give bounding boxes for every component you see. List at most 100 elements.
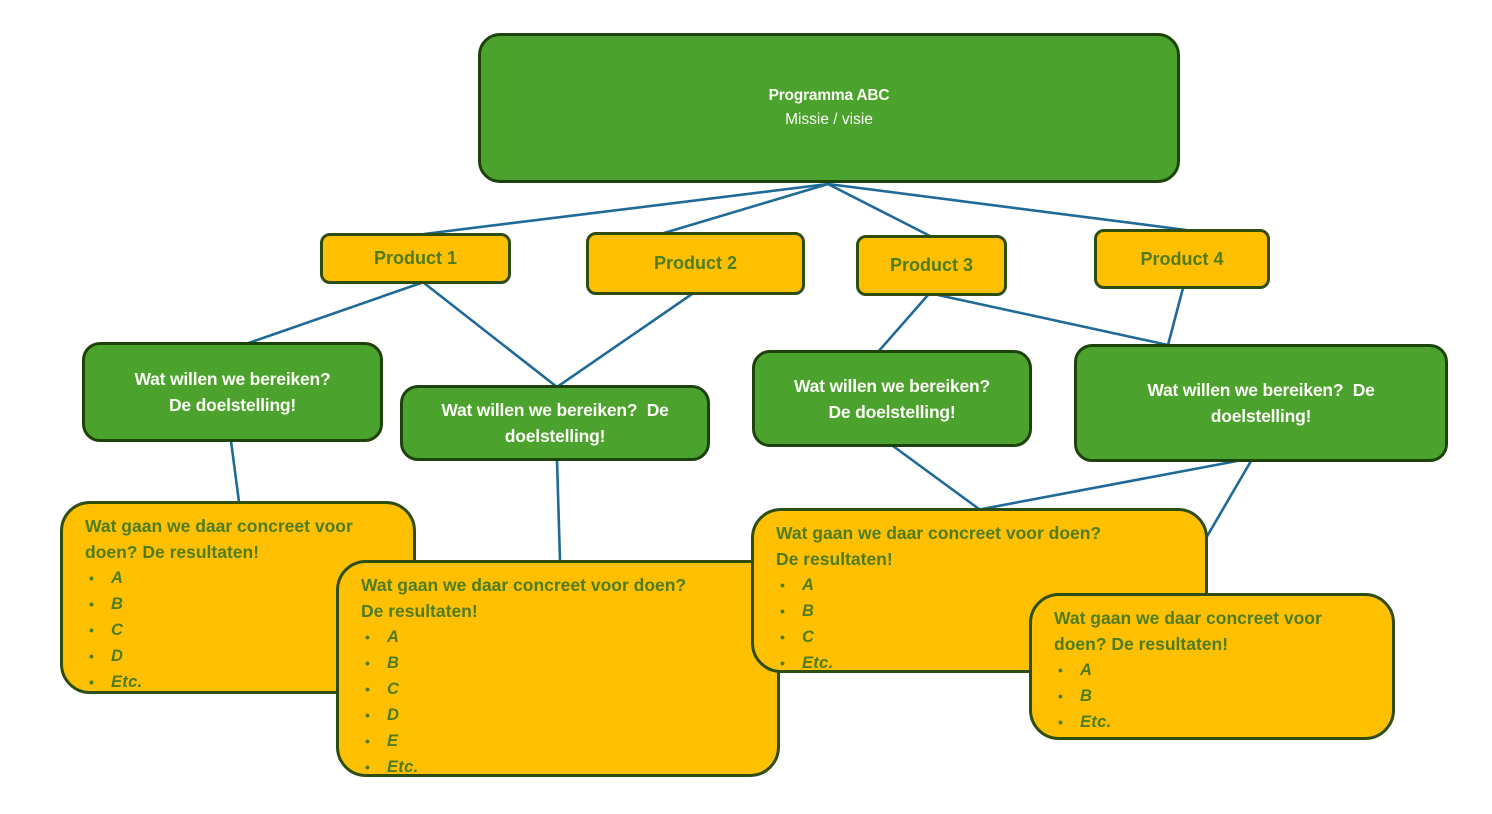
bullet-item: • Etc. [85,669,395,695]
product-3-label: Product 3 [889,255,973,275]
connector-line [555,458,562,563]
connector-line [555,292,694,389]
bullet-item: • Etc. [1054,709,1374,735]
bullet-item: •D [361,702,759,728]
goal-2-line2: doelstelling! [504,426,606,446]
bullet-dot-icon: • [89,622,94,638]
goal-2-box: Wat willen we bereiken? De doelstelling! [400,385,710,461]
bullet-dot-icon: • [780,629,785,645]
bullet-dot-icon: • [365,629,370,645]
bullet-item: •C [361,676,759,702]
result-2-title-line2: De resultaten! [361,601,478,621]
bullet-dot-icon: • [780,603,785,619]
goal-4-box: Wat willen we bereiken? De doelstelling! [1074,344,1448,462]
bullet-dot-icon: • [780,577,785,593]
bullet-label: Etc. [802,654,834,672]
bullet-dot-icon: • [365,681,370,697]
connector-line [662,182,830,235]
connector-line [936,293,1170,347]
bullet-label: B [802,602,815,620]
program-box: Programma ABC Missie / visie [478,33,1180,183]
bullet-label: C [802,628,815,646]
connector-line [229,439,241,504]
bullet-dot-icon: • [89,596,94,612]
result-1-title-line1: Wat gaan we daar concreet voor [85,516,353,536]
product-2-box: Product 2 [586,232,805,295]
bullet-dot-icon: • [89,648,94,664]
bullet-label: D [387,706,400,724]
connector-line [826,182,1188,232]
bullet-item: •D [85,643,395,669]
goal-1-box: Wat willen we bereiken? De doelstelling! [82,342,383,442]
bullet-dot-icon: • [365,733,370,749]
program-subtitle: Missie / visie [785,111,873,128]
goal-1-line2: De doelstelling! [168,395,297,415]
bullet-dot-icon: • [1058,714,1063,730]
goal-3-box: Wat willen we bereiken? De doelstelling! [752,350,1032,447]
bullet-item: •A [85,565,395,591]
bullet-label: A [111,569,124,587]
bullet-dot-icon: • [365,655,370,671]
program-title: Programma ABC [768,87,890,104]
bullet-label: A [802,576,815,594]
result-4-title-line2: doen? De resultaten! [1054,634,1229,654]
result-4-title-line1: Wat gaan we daar concreet voor [1054,608,1322,628]
connector-line [238,281,423,348]
bullet-item: •B [1054,683,1374,709]
bullet-item: •A [1054,657,1374,683]
bullet-label: A [1080,661,1093,679]
bullet-item: •C [776,624,1187,650]
connector-line [980,459,1239,511]
connector-line [1166,286,1185,347]
product-4-label: Product 4 [1140,248,1224,269]
result-1-title-line2: doen? De resultaten! [85,542,260,562]
connector-line [826,182,932,238]
bullet-dot-icon: • [365,707,370,723]
result-2-title-line1: Wat gaan we daar concreet voor doen? [361,575,687,595]
connector-line [422,281,559,389]
bullet-dot-icon: • [89,570,94,586]
product-1-label: Product 1 [373,248,457,268]
bullet-label: Etc. [1080,713,1112,731]
bullet-label: D [111,647,124,665]
product-1-box: Product 1 [320,233,511,284]
bullet-dot-icon: • [1058,688,1063,704]
bullet-dot-icon: • [1058,662,1063,678]
bullet-dot-icon: • [780,655,785,671]
bullet-label: Etc. [111,673,143,691]
result-1-list: •A•B•C•D•Etc. [85,565,395,695]
bullet-dot-icon: • [365,759,370,775]
bullet-label: B [387,654,400,672]
bullet-item: •C [85,617,395,643]
result-3-title-line1: Wat gaan we daar concreet voor doen? [776,523,1102,543]
goal-3-line2: De doelstelling! [828,401,956,422]
bullet-item: •E [361,728,759,754]
goal-3-line1: Wat willen we bereiken? [793,375,991,396]
result-4-box: Wat gaan we daar concreet voor doen? De … [1029,593,1395,740]
result-4-list: •A•B•Etc. [1054,657,1374,735]
result-3-title-line2: De resultaten! [776,549,893,569]
bullet-dot-icon: • [89,674,94,690]
bullet-label: A [387,628,400,646]
product-2-label: Product 2 [653,253,737,273]
bullet-label: C [111,621,124,639]
product-3-box: Product 3 [856,235,1007,296]
bullet-label: B [1080,687,1093,705]
bullet-item: •A [776,572,1187,598]
result-3-list: •A•B•C•Etc. [776,572,1187,676]
bullet-item: •B [776,598,1187,624]
bullet-item: •Etc. [361,754,759,780]
bullet-item: •A [361,624,759,650]
result-2-box: Wat gaan we daar concreet voor doen? De … [336,560,780,777]
connector-line [891,444,981,511]
goal-4-line1: Wat willen we bereiken? De [1147,380,1375,400]
bullet-label: E [387,732,399,750]
goal-1-line1: Wat willen we bereiken? [134,369,331,389]
connector-line [422,182,830,236]
goal-4-line2: doelstelling! [1210,406,1312,426]
bullet-label: C [387,680,400,698]
product-4-box: Product 4 [1094,229,1270,289]
bullet-item: •B [85,591,395,617]
